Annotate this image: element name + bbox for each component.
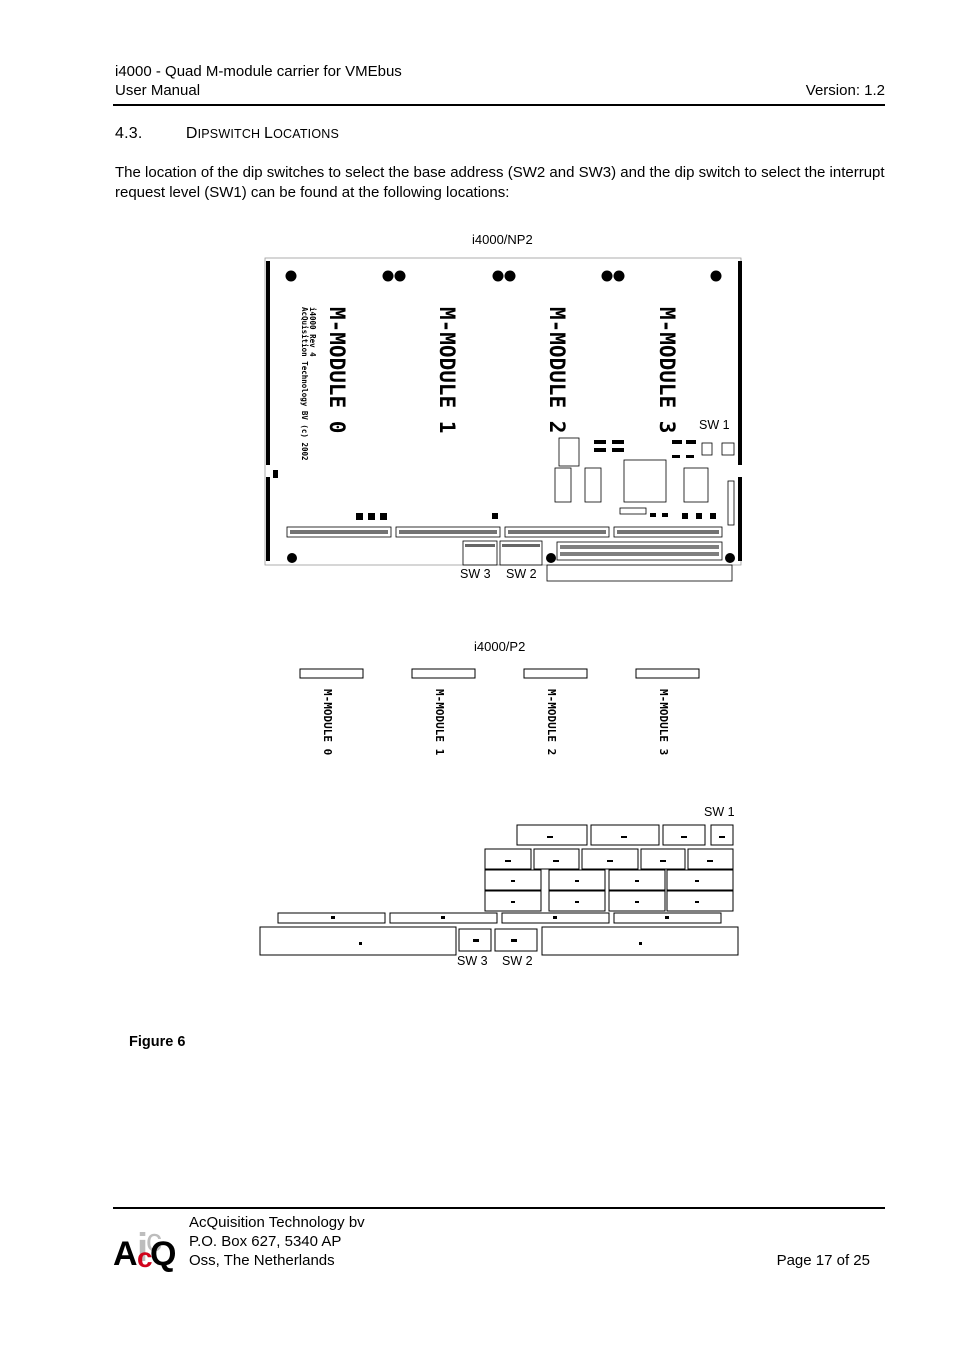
acq-logo-a: A xyxy=(113,1235,138,1273)
np2-module-1-label: M-MODULE 1 xyxy=(435,307,459,433)
section-title-second-letter: L xyxy=(263,125,274,142)
acq-logo-q: Q xyxy=(150,1235,176,1273)
np2-module-0-label: M-MODULE 0 xyxy=(325,307,349,433)
np2-module-2-label: M-MODULE 2 xyxy=(545,307,569,433)
acq-logo-c: c xyxy=(137,1242,153,1273)
body-paragraph: The location of the dip switches to sele… xyxy=(115,164,885,201)
np2-sw2-switch xyxy=(499,540,543,566)
header-title-line2: User Manual xyxy=(115,82,201,99)
np2-right-edge xyxy=(738,261,742,561)
np2-smd-parts xyxy=(273,440,716,520)
acq-logo-icon: i c A c Q xyxy=(113,1222,176,1273)
acq-logo-ghost: i xyxy=(137,1226,148,1270)
np2-silk-line2: i4000 Rev 4 xyxy=(308,307,317,357)
np2-hole xyxy=(287,553,297,563)
np2-hole xyxy=(725,553,735,563)
section-heading: 4.3. DIPSWITCH LOCATIONS xyxy=(115,125,339,143)
p2-sw2-label: SW 2 xyxy=(502,954,533,968)
np2-caption: i4000/NP2 xyxy=(472,232,533,247)
p2-top-connector-1 xyxy=(411,668,476,679)
p2-sw3-switch xyxy=(458,928,492,952)
p2-module-2-label: M-MODULE 2 xyxy=(545,689,558,755)
np2-module-3-label: M-MODULE 3 xyxy=(655,307,679,433)
p2-caption: i4000/P2 xyxy=(474,639,526,654)
p2-board-drawing: M-MODULE 0 M-MODULE 1 M-MODULE 2 M-MODUL… xyxy=(259,668,739,968)
p2-sw1-label: SW 1 xyxy=(704,805,735,819)
p2-top-connector-0 xyxy=(299,668,364,679)
np2-hole xyxy=(710,270,722,282)
p2-top-connector-3 xyxy=(635,668,700,679)
footer-company: AcQuisition Technology bv xyxy=(189,1214,365,1231)
footer-page-number: Page 17 of 25 xyxy=(776,1252,870,1269)
footer-address: AcQuisition Technology bv P.O. Box 627, … xyxy=(189,1213,365,1270)
section-number: 4.3. xyxy=(115,125,143,142)
p2-top-connector-2 xyxy=(523,668,588,679)
np2-hole xyxy=(394,270,406,282)
header-version: Version: 1.2 xyxy=(805,82,885,99)
p2-sw3-label: SW 3 xyxy=(457,954,488,968)
np2-hole xyxy=(613,270,625,282)
p2-sw2-switch xyxy=(494,928,538,952)
np2-hole xyxy=(382,270,394,282)
np2-hole xyxy=(492,270,504,282)
p2-module-3-label: M-MODULE 3 xyxy=(657,689,670,755)
np2-hole xyxy=(546,553,556,563)
section-title-rest-1: IPSWITCH xyxy=(197,127,264,141)
np2-hole xyxy=(504,270,516,282)
footer-city: Oss, The Netherlands xyxy=(189,1252,335,1269)
p2-module-1-label: M-MODULE 1 xyxy=(433,689,446,756)
np2-sw3-switch xyxy=(462,540,498,566)
np2-components xyxy=(554,437,735,526)
header-rule xyxy=(113,104,885,106)
header-title-line1: i4000 - Quad M-module carrier for VMEbus xyxy=(115,63,402,80)
np2-sw3-label: SW 3 xyxy=(460,567,491,581)
np2-hole xyxy=(601,270,613,282)
p2-component-blocks xyxy=(259,824,739,956)
np2-silkscreen: AcQuisition Technology BV (c) 2002 i4000… xyxy=(300,307,317,461)
footer-po-box: P.O. Box 627, 5340 AP xyxy=(189,1233,342,1250)
figure-label: Figure 6 xyxy=(129,1034,186,1050)
np2-sw2-label: SW 2 xyxy=(506,567,537,581)
section-title-first-letter: D xyxy=(185,125,198,142)
header-title: i4000 - Quad M-module carrier for VMEbus… xyxy=(115,62,402,100)
np2-left-edge xyxy=(266,261,270,561)
np2-board-drawing: AcQuisition Technology BV (c) 2002 i4000… xyxy=(264,257,742,582)
np2-hole xyxy=(285,270,297,282)
svg-text:c: c xyxy=(146,1222,162,1258)
footer-rule xyxy=(113,1207,885,1209)
section-title-rest-2: OCATIONS xyxy=(273,127,340,141)
p2-module-0-label: M-MODULE 0 xyxy=(321,689,334,755)
np2-sw1-label: SW 1 xyxy=(699,418,730,432)
np2-silk-line1: AcQuisition Technology BV (c) 2002 xyxy=(300,307,309,461)
np2-connectors xyxy=(286,526,733,582)
np2-connector-pins xyxy=(290,530,719,556)
